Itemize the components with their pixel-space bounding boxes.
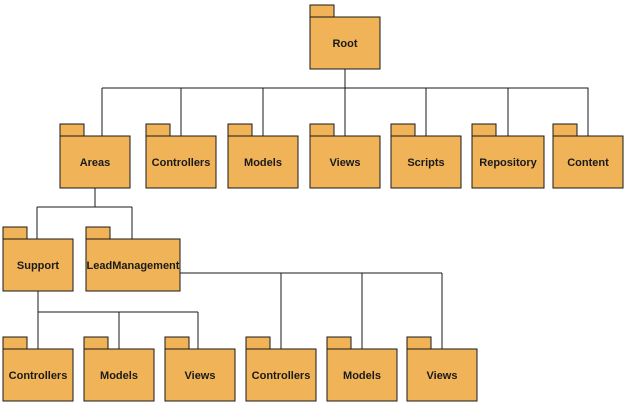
- folder-icon: [245, 348, 317, 402]
- folder-label: Content: [567, 157, 609, 169]
- folder-label: Controllers: [152, 157, 211, 169]
- connector-lines: [36, 69, 589, 349]
- folder-tab-icon: [245, 336, 271, 350]
- folder-repository: Repository: [471, 123, 545, 189]
- folder-lead-controllers: Controllers: [245, 336, 317, 402]
- folder-tab-icon: [2, 336, 28, 350]
- folder-label: Models: [244, 157, 282, 169]
- folder-support-views: Views: [164, 336, 236, 402]
- folder-icon: [59, 135, 131, 189]
- folder-support: Support: [2, 226, 74, 292]
- folder-icon: [326, 348, 398, 402]
- folder-label: Scripts: [407, 157, 444, 169]
- folder-label: Root: [332, 38, 357, 50]
- folder-tab-icon: [85, 226, 111, 240]
- folder-scripts: Scripts: [390, 123, 462, 189]
- folder-controllers: Controllers: [145, 123, 217, 189]
- folder-icon: [83, 348, 155, 402]
- folder-icon: [390, 135, 462, 189]
- folder-icon: [471, 135, 545, 189]
- folder-icon: [2, 238, 74, 292]
- folder-label: Views: [427, 370, 458, 382]
- folder-content: Content: [552, 123, 624, 189]
- folder-label: Repository: [479, 157, 537, 169]
- folder-tab-icon: [83, 336, 109, 350]
- folder-icon: [85, 238, 181, 292]
- folder-label: Support: [17, 260, 59, 272]
- folder-tab-icon: [406, 336, 432, 350]
- folder-leadmanagement: LeadManagement: [85, 226, 181, 292]
- folder-models: Models: [227, 123, 299, 189]
- folder-icon: [2, 348, 74, 402]
- folder-tab-icon: [326, 336, 352, 350]
- folder-icon: [227, 135, 299, 189]
- folder-icon: [164, 348, 236, 402]
- folder-label: Areas: [80, 157, 111, 169]
- folder-tab-icon: [471, 123, 497, 137]
- folder-tab-icon: [227, 123, 253, 137]
- folder-label: Views: [185, 370, 216, 382]
- folder-tab-icon: [309, 4, 335, 18]
- folder-tab-icon: [59, 123, 85, 137]
- folder-tab-icon: [164, 336, 190, 350]
- folder-root: Root: [309, 4, 381, 70]
- folder-views: Views: [309, 123, 381, 189]
- folder-label: LeadManagement: [87, 260, 180, 272]
- folder-lead-views: Views: [406, 336, 478, 402]
- folder-label: Models: [100, 370, 138, 382]
- folder-icon: [145, 135, 217, 189]
- folder-icon: [309, 16, 381, 70]
- folder-tab-icon: [309, 123, 335, 137]
- folder-tab-icon: [145, 123, 171, 137]
- folder-icon: [552, 135, 624, 189]
- folder-tab-icon: [2, 226, 28, 240]
- folder-icon: [406, 348, 478, 402]
- folder-lead-models: Models: [326, 336, 398, 402]
- folder-areas: Areas: [59, 123, 131, 189]
- folder-label: Controllers: [252, 370, 311, 382]
- connector-line: [508, 87, 589, 136]
- folder-label: Controllers: [9, 370, 68, 382]
- folder-icon: [309, 135, 381, 189]
- folder-support-models: Models: [83, 336, 155, 402]
- folder-label: Models: [343, 370, 381, 382]
- folder-tab-icon: [552, 123, 578, 137]
- folder-support-controllers: Controllers: [2, 336, 74, 402]
- folder-label: Views: [330, 157, 361, 169]
- folder-tab-icon: [390, 123, 416, 137]
